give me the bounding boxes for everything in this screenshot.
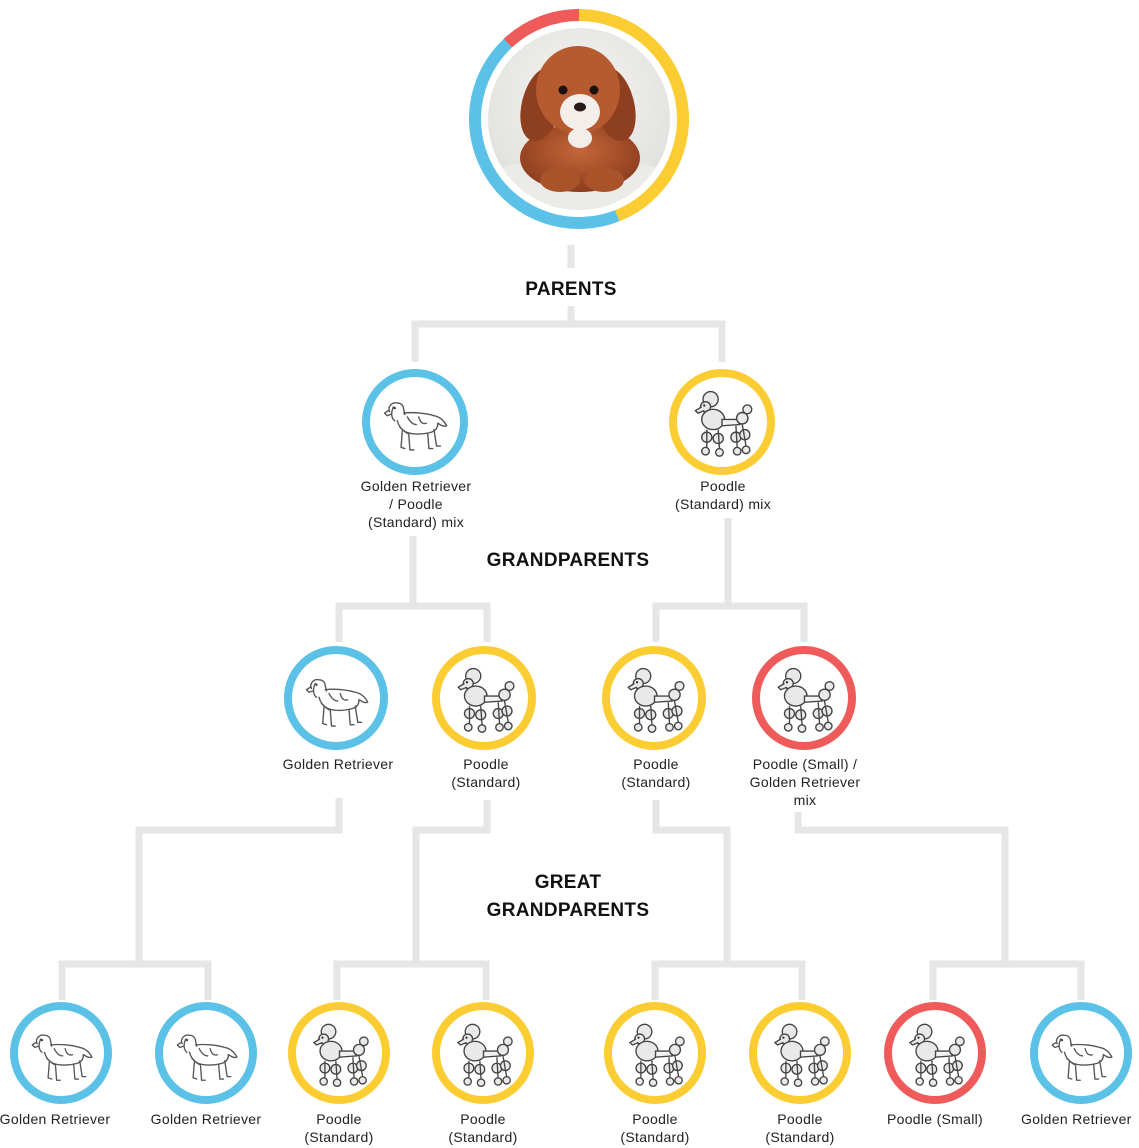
ancestry-ring [469, 9, 689, 229]
poodle-icon [899, 1017, 972, 1090]
name-line: mix [793, 792, 817, 808]
name-line: Poodle [316, 1111, 362, 1127]
puppy-photo [488, 28, 670, 210]
name-line: (Standard) mix [674, 496, 771, 512]
great-grandparents-heading: GREAT GRANDPARENTS [438, 869, 698, 925]
grandparent-1-name: Golden Retriever [268, 755, 408, 773]
ancestry-segment [578, 9, 689, 222]
name-line: Golden Retriever [749, 774, 861, 790]
great-grandparent-1-avatar[interactable] [10, 1002, 112, 1104]
name-line: (Standard) [621, 774, 691, 790]
poodle-icon [684, 384, 760, 460]
name-line: (Standard) [448, 1129, 518, 1145]
grandparent-2-avatar[interactable] [432, 646, 536, 750]
great-grandparent-1-name: Golden Retriever [0, 1110, 131, 1128]
name-line: (Standard) [451, 774, 521, 790]
poodle-icon [764, 1017, 837, 1090]
name-line: Poodle [633, 756, 679, 772]
great-grandparent-2-name: Golden Retriever [136, 1110, 276, 1128]
grandparent-1-avatar[interactable] [284, 646, 388, 750]
parent-1-avatar[interactable] [362, 369, 468, 475]
puppy-portrait [468, 8, 690, 230]
name-line: / Poodle [389, 496, 443, 512]
great-grandparent-5-name: Poodle (Standard) [585, 1110, 725, 1146]
name-line: Poodle [632, 1111, 678, 1127]
great-grandparent-2-avatar[interactable] [155, 1002, 257, 1104]
parent-2-name: Poodle (Standard) mix [653, 477, 793, 513]
parent-2-avatar[interactable] [669, 369, 775, 475]
name-line: (Standard) mix [367, 514, 464, 530]
great-grandparent-7-avatar[interactable] [884, 1002, 986, 1104]
ancestry-segment [469, 38, 620, 229]
grandparent-4-avatar[interactable] [752, 646, 856, 750]
poodle-icon [447, 1017, 520, 1090]
name-line: (Standard) [304, 1129, 374, 1145]
golden-retriever-icon [299, 661, 374, 736]
golden-retriever-icon [1045, 1017, 1118, 1090]
great-grandparents-heading-line1: GREAT [534, 872, 602, 893]
name-line: Golden Retriever [360, 478, 472, 494]
golden-retriever-icon [170, 1017, 243, 1090]
parent-1-name: Golden Retriever / Poodle (Standard) mix [346, 477, 486, 531]
grandparent-4-name: Poodle (Small) / Golden Retriever mix [735, 755, 875, 809]
poodle-icon [619, 1017, 692, 1090]
name-line: Golden Retriever [1021, 1111, 1132, 1127]
great-grandparent-7-name: Poodle (Small) [865, 1110, 1005, 1128]
great-grandparent-8-name: Golden Retriever [1011, 1110, 1139, 1128]
name-line: Golden Retriever [0, 1111, 111, 1127]
great-grandparent-3-avatar[interactable] [288, 1002, 390, 1104]
name-line: Golden Retriever [150, 1111, 262, 1127]
great-grandparent-3-name: Poodle (Standard) [269, 1110, 409, 1146]
poodle-icon [303, 1017, 376, 1090]
great-grandparent-8-avatar[interactable] [1030, 1002, 1132, 1104]
grandparents-heading: GRANDPARENTS [486, 550, 650, 571]
great-grandparents-heading-line2: GRANDPARENTS [486, 900, 650, 921]
name-line: Poodle (Small) / [752, 756, 858, 772]
poodle-icon [447, 661, 522, 736]
parents-heading: PARENTS [525, 279, 617, 300]
name-line: Poodle (Small) [886, 1111, 983, 1127]
great-grandparent-4-avatar[interactable] [432, 1002, 534, 1104]
name-line: Poodle [777, 1111, 823, 1127]
golden-retriever-icon [25, 1017, 98, 1090]
great-grandparent-6-name: Poodle (Standard) [730, 1110, 870, 1146]
name-line: Poodle [700, 478, 746, 494]
grandparent-2-name: Poodle (Standard) [416, 755, 556, 791]
poodle-icon [767, 661, 842, 736]
grandparent-3-avatar[interactable] [602, 646, 706, 750]
great-grandparent-4-name: Poodle (Standard) [413, 1110, 553, 1146]
great-grandparent-5-avatar[interactable] [604, 1002, 706, 1104]
name-line: Golden Retriever [282, 756, 394, 772]
golden-retriever-icon [377, 384, 453, 460]
poodle-icon [617, 661, 692, 736]
great-grandparent-6-avatar[interactable] [749, 1002, 851, 1104]
grandparent-3-name: Poodle (Standard) [586, 755, 726, 791]
name-line: Poodle [460, 1111, 506, 1127]
name-line: Poodle [463, 756, 509, 772]
name-line: (Standard) [620, 1129, 690, 1145]
name-line: (Standard) [765, 1129, 835, 1145]
ancestry-segment [503, 9, 580, 48]
